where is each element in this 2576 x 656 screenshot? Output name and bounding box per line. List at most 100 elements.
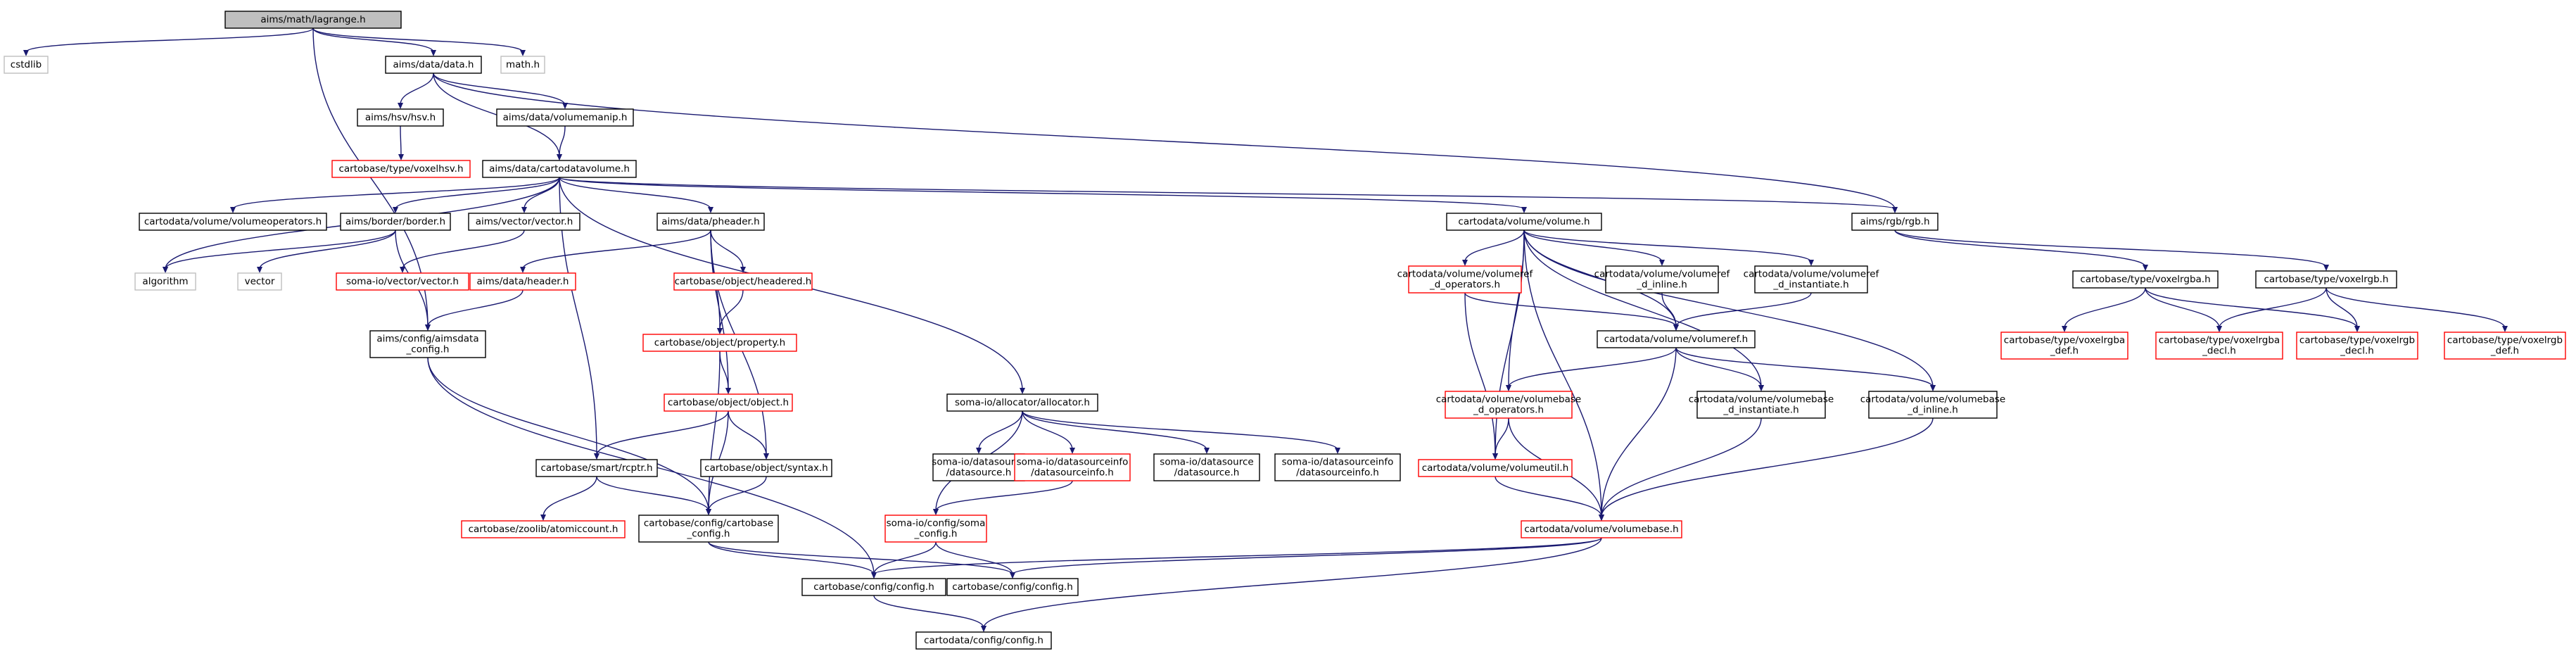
node-label: _d_operators.h — [1429, 279, 1500, 291]
node-label: _d_inline.h — [1636, 279, 1687, 291]
node-label: soma-io/datasource — [1160, 457, 1253, 468]
node-box — [340, 213, 451, 231]
edge-volumeref_ops-to-volumeutil — [1464, 292, 1498, 460]
node-syntax[interactable]: cartobase/object/syntax.h — [700, 459, 832, 477]
node-box — [469, 272, 576, 291]
edge-cartodatavolume-to-pheader — [559, 177, 713, 213]
node-soma_config[interactable]: soma-io/config/soma_config.h — [884, 515, 987, 543]
node-volumeref_inst[interactable]: cartodata/volume/volumeref_d_instantiate… — [1744, 265, 1880, 294]
node-volumemanip[interactable]: aims/data/volumemanip.h — [496, 108, 634, 127]
edge-allocator-to-dsinfo_missing — [1022, 410, 1075, 454]
node-header[interactable]: aims/data/header.h — [469, 272, 576, 291]
edge-vb_inst-to-volumebase — [1599, 417, 1762, 521]
node-box — [1521, 520, 1682, 538]
node-algorithm[interactable]: algorithm — [134, 272, 196, 291]
node-object[interactable]: cartobase/object/object.h — [664, 393, 793, 412]
node-vb_inst[interactable]: cartodata/volume/volumebase_d_instantiat… — [1689, 391, 1834, 419]
node-pheader[interactable]: aims/data/pheader.h — [656, 213, 765, 231]
node-volumeref_inline[interactable]: cartodata/volume/volumeref_d_inline.h — [1594, 265, 1731, 294]
edge-cartodatavolume-to-volumeoperators — [230, 177, 560, 213]
node-headered[interactable]: cartobase/object/headered.h — [673, 272, 813, 291]
node-label: _decl.h — [2340, 346, 2374, 357]
node-label: cartodata/config/config.h — [924, 635, 1043, 646]
node-lagrange[interactable]: aims/math/lagrange.h — [224, 11, 402, 29]
node-border[interactable]: aims/border/border.h — [340, 213, 451, 231]
edge-volumeref-to-vb_inst — [1675, 347, 1764, 391]
edge-object-to-rcptr — [594, 410, 729, 460]
node-vb_ops[interactable]: cartodata/volume/volumebase_d_operators.… — [1436, 391, 1582, 419]
edge-allocator-to-dsinfo — [1022, 410, 1340, 454]
node-cartodatavolume[interactable]: aims/data/cartodatavolume.h — [482, 160, 637, 178]
node-vb_inline[interactable]: cartodata/volume/volumebase_d_inline.h — [1860, 391, 2006, 419]
edge-lagrange-to-data — [312, 27, 436, 56]
edge-volumebase-to-cartobase_configh2 — [1010, 537, 1602, 579]
node-label: cartobase/type/voxelrgb.h — [2264, 274, 2389, 285]
node-dsinfo_missing[interactable]: soma-io/datasourceinfo/datasourceinfo.h — [1014, 453, 1131, 481]
node-volumeref[interactable]: cartodata/volume/volumeref.h — [1597, 330, 1756, 348]
node-voxelrgba[interactable]: cartobase/type/voxelrgba.h — [2072, 270, 2219, 289]
edge-data-to-volumemanip — [433, 72, 568, 109]
node-vector[interactable]: vector — [237, 272, 282, 291]
node-voxelrgba_decl[interactable]: cartobase/type/voxelrgba_decl.h — [2155, 332, 2283, 360]
edge-voxelrgba-to-voxelrgba_def — [2062, 287, 2146, 332]
node-rgb[interactable]: aims/rgb/rgb.h — [1851, 213, 1939, 231]
node-voxelrgba_def[interactable]: cartobase/type/voxelrgba_def.h — [2000, 332, 2128, 360]
node-box — [932, 453, 1025, 481]
node-somavector[interactable]: soma-io/vector/vector.h — [336, 272, 469, 291]
edge-dsinfo_missing-to-soma_config — [933, 480, 1073, 515]
node-label: cartobase/type/voxelrgb — [2447, 335, 2563, 346]
node-cartodata_config[interactable]: cartodata/config/config.h — [915, 631, 1052, 650]
node-aimsdata_config[interactable]: aims/config/aimsdata_config.h — [369, 330, 486, 358]
edge-object-to-syntax — [728, 410, 769, 460]
node-datasource_h2[interactable]: soma-io/datasource/datasource.h — [1153, 453, 1260, 481]
node-dsinfo[interactable]: soma-io/datasourceinfo/datasourceinfo.h — [1274, 453, 1401, 481]
node-box — [331, 160, 471, 178]
node-hsv[interactable]: aims/hsv/hsv.h — [357, 108, 444, 127]
edge-hsv-to-voxelhsv — [398, 125, 404, 160]
edge-allocator-to-datasource_h — [976, 410, 1023, 454]
edge-cartodatavolume-to-volume — [559, 177, 1527, 213]
node-label: aims/hsv/hsv.h — [365, 112, 436, 123]
node-cartobase_config[interactable]: cartobase/config/cartobase_config.h — [638, 515, 779, 543]
edge-rgb-to-voxelrgba — [1894, 229, 2148, 271]
node-volumeref_ops[interactable]: cartodata/volume/volumeref_d_operators.h — [1397, 265, 1534, 294]
edge-vectorh-to-somavector — [400, 229, 525, 273]
node-vectorh[interactable]: aims/vector/vector.h — [468, 213, 580, 231]
node-cartobase_configh[interactable]: cartobase/config/config.h — [801, 578, 946, 596]
node-math[interactable]: math.h — [500, 56, 545, 74]
node-volume[interactable]: cartodata/volume/volume.h — [1446, 213, 1602, 231]
node-box — [673, 272, 813, 291]
node-voxelhsv[interactable]: cartobase/type/voxelhsv.h — [331, 160, 471, 178]
node-label: aims/vector/vector.h — [476, 216, 573, 227]
node-label: cartobase/zoolib/atomiccount.h — [469, 524, 618, 535]
node-label: cartobase/object/property.h — [654, 337, 785, 348]
node-box — [482, 160, 637, 178]
node-data[interactable]: aims/data/data.h — [385, 56, 482, 74]
edge-aimsdata_config-to-cartobase_config — [427, 357, 711, 515]
node-label: cartodata/volume/volumeoperators.h — [144, 216, 322, 227]
node-voxelrgb[interactable]: cartobase/type/voxelrgb.h — [2255, 270, 2397, 289]
node-datasource_h[interactable]: soma-io/datasource/datasource.h — [932, 453, 1026, 481]
node-volumebase[interactable]: cartodata/volume/volumebase.h — [1521, 520, 1682, 538]
node-rcptr[interactable]: cartobase/smart/rcptr.h — [535, 459, 658, 477]
node-label: cartodata/volume/volumeref.h — [1604, 334, 1749, 345]
node-label: cartobase/object/headered.h — [675, 276, 812, 287]
node-box — [1868, 391, 1998, 419]
node-box — [2255, 270, 2397, 289]
node-atomiccount[interactable]: cartobase/zoolib/atomiccount.h — [461, 520, 626, 538]
node-volumeoperators[interactable]: cartodata/volume/volumeoperators.h — [139, 213, 327, 231]
node-voxelrgb_decl[interactable]: cartobase/type/voxelrgb_decl.h — [2296, 332, 2418, 360]
node-label: cartobase/type/voxelrgb — [2299, 335, 2415, 346]
node-box — [1446, 213, 1602, 231]
node-voxelrgb_def[interactable]: cartobase/type/voxelrgb_def.h — [2444, 332, 2566, 360]
node-label: cartodata/volume/volumebase — [1689, 394, 1834, 405]
node-allocator[interactable]: soma-io/allocator/allocator.h — [946, 393, 1098, 412]
node-cstdlib[interactable]: cstdlib — [4, 56, 49, 74]
node-label: soma-io/datasource — [932, 457, 1025, 468]
node-cartobase_configh2[interactable]: cartobase/config/config.h — [946, 578, 1079, 596]
node-box — [2072, 270, 2219, 289]
node-property[interactable]: cartobase/object/property.h — [642, 334, 797, 352]
node-label: /datasourceinfo.h — [1296, 467, 1379, 479]
node-volumeutil[interactable]: cartodata/volume/volumeutil.h — [1418, 459, 1573, 477]
node-box — [664, 393, 793, 412]
